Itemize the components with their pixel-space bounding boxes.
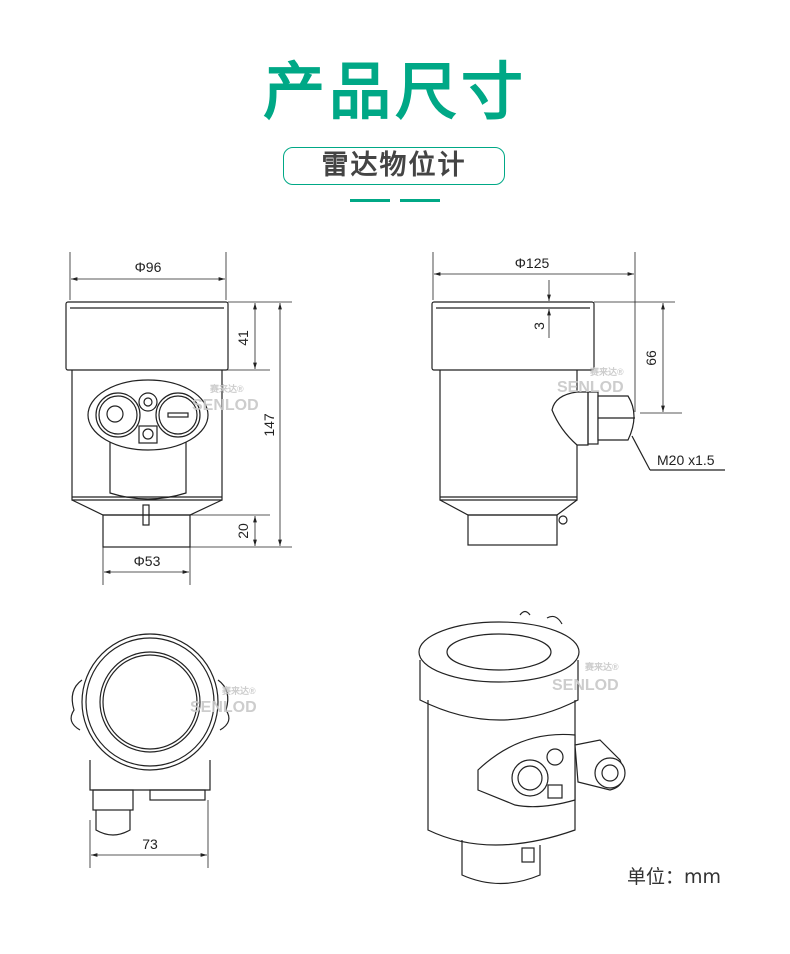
- dim-front-top-diameter: Φ96: [135, 259, 162, 275]
- dim-front-total-height: 147: [261, 413, 277, 437]
- dim-side-thread: M20 x1.5: [657, 452, 715, 468]
- svg-text:SENLOD: SENLOD: [192, 397, 259, 414]
- perspective-view: [418, 610, 626, 885]
- side-view: [431, 301, 725, 546]
- dim-front-neck-height: 20: [235, 523, 251, 539]
- divider: [400, 199, 440, 202]
- top-view: [70, 633, 230, 836]
- top-dimensions: [89, 800, 209, 868]
- unit-label: 单位：mm: [627, 866, 722, 888]
- front-dimensions: [69, 252, 292, 585]
- watermark-logo: 赛来达® SENLOD 赛来达® SENLOD 赛来达® SENLOD 赛来达®…: [190, 366, 624, 716]
- dim-top-width: 73: [142, 836, 158, 852]
- svg-text:SENLOD: SENLOD: [557, 379, 624, 396]
- svg-text:SENLOD: SENLOD: [190, 699, 257, 716]
- product-name-badge: 雷达物位计: [283, 147, 505, 185]
- side-dimensions: [432, 252, 682, 414]
- dim-front-neck-diameter: Φ53: [134, 553, 161, 569]
- svg-text:SENLOD: SENLOD: [552, 677, 619, 694]
- dim-front-cap-height: 41: [235, 330, 251, 346]
- svg-text:赛来达®: 赛来达®: [589, 366, 624, 377]
- dim-side-lip: 3: [531, 322, 547, 330]
- svg-text:赛来达®: 赛来达®: [209, 383, 244, 394]
- svg-text:赛来达®: 赛来达®: [221, 685, 256, 696]
- front-view: [65, 301, 229, 548]
- divider: [350, 199, 390, 202]
- svg-text:赛来达®: 赛来达®: [584, 661, 619, 672]
- dim-side-gland-height: 66: [643, 350, 659, 366]
- page-title: 产品尺寸: [262, 55, 527, 128]
- dim-side-top-diameter: Φ125: [515, 255, 550, 271]
